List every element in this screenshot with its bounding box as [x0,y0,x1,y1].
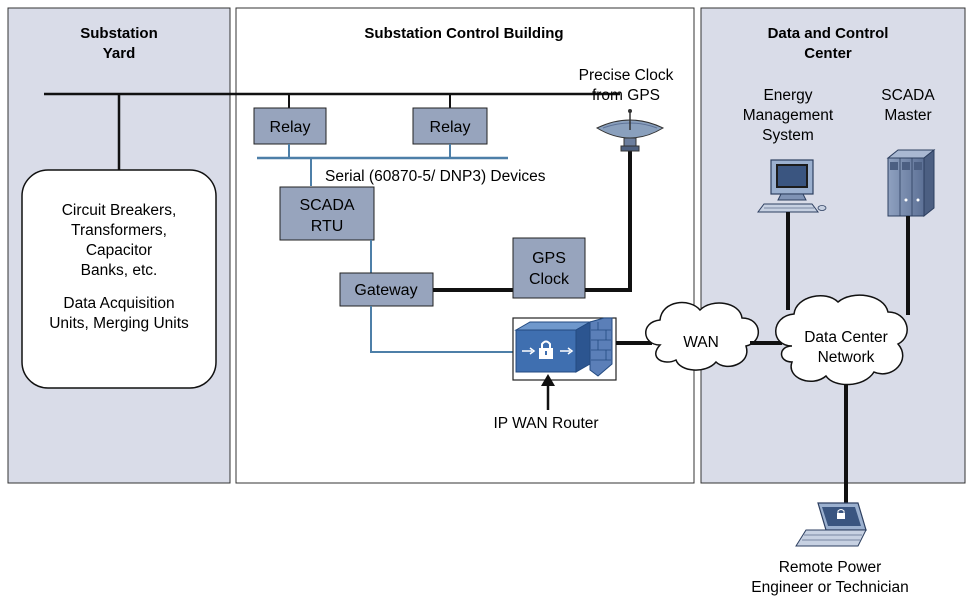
relay-2-box [412,107,488,145]
satellite-dish-icon [595,109,665,152]
lock-icon [539,340,553,359]
dc-network-label-line1: Data Center [804,329,888,346]
relay-2-label: Relay [430,119,471,136]
scada-master-label-line2: Master [884,107,931,124]
desktop-computer-icon [757,159,827,213]
relay-1-label: Relay [270,119,311,136]
yard-title-line1: Substation [80,25,158,42]
yard-box-line5: Data Acquisition [63,295,174,312]
data-center-network-cloud-icon [775,294,908,386]
router-label: IP WAN Router [493,415,598,432]
center-title-line2: Center [804,45,852,62]
gateway-label: Gateway [354,282,417,299]
yard-box-line4: Banks, etc. [81,262,158,279]
dc-network-label-line2: Network [818,349,875,366]
router-arrow-head [541,374,555,386]
scada-master-label-line1: SCADA [881,87,935,104]
scada-rtu-label-line2: RTU [311,218,344,235]
gps-clock-label-line2: Clock [529,271,570,288]
yard-title-line2: Yard [103,45,136,62]
remote-label-line2: Engineer or Technician [751,579,908,596]
ems-label-line2: Management [743,107,834,124]
gateway-router-link [370,306,513,353]
gps-clock-box [512,237,586,299]
remote-label-line1: Remote Power [779,559,882,576]
gps-dish-link [585,150,632,292]
scada-rtu-box [279,186,375,241]
firewall-icon [589,317,613,377]
scada-rtu-label-line1: SCADA [299,197,354,214]
ems-label-line1: Energy [763,87,812,104]
server-icon [886,148,936,218]
precise-clock-label-line2: from GPS [592,87,660,104]
building-title: Substation Control Building [364,25,563,42]
yard-box-line2: Transformers, [71,222,167,239]
serial-devices-label: Serial (60870-5/ DNP3) Devices [325,168,546,185]
laptop-icon [795,502,867,547]
yard-box-line6: Units, Merging Units [49,315,189,332]
wan-label: WAN [683,334,719,351]
relay-1-box [253,107,327,145]
gateway-box [339,272,434,307]
wan-cloud-icon [645,301,759,371]
gps-clock-label-line1: GPS [532,250,566,267]
ems-label-line3: System [762,127,814,144]
center-title-line1: Data and Control [768,25,889,42]
yard-equipment-box [21,169,217,389]
precise-clock-label-line1: Precise Clock [579,67,674,84]
yard-box-line3: Capacitor [86,242,152,259]
data-control-center-panel [700,7,966,484]
yard-box-line1: Circuit Breakers, [62,202,177,219]
substation-control-building-panel [235,7,695,484]
